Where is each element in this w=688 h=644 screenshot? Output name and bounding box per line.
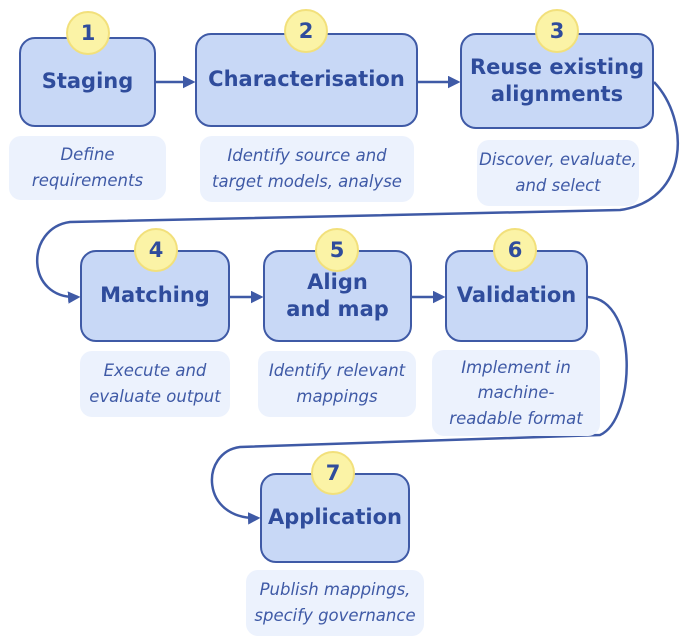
step-reuse-existing-alignments-description: Discover, evaluate, and select (477, 140, 639, 206)
step-staging-title: Staging (41, 69, 134, 94)
step-validation-description: Implement in machine-readable format (432, 350, 600, 436)
step-characterisation-description-text: Identify source and target models, analy… (212, 146, 402, 191)
step-1-badge: 1 (66, 11, 110, 55)
step-staging-description-text: Define requirements (31, 145, 144, 190)
step-6-number: 6 (507, 238, 523, 262)
step-characterisation-description: Identify source and target models, analy… (200, 136, 414, 202)
step-align-and-map-description-text: Identify relevant mappings (268, 361, 406, 406)
step-3-badge: 3 (535, 9, 579, 53)
arrow-6-to-7 (210, 295, 628, 525)
step-characterisation-title: Characterisation (208, 67, 405, 92)
step-3-number: 3 (549, 19, 565, 43)
step-4-badge: 4 (134, 228, 178, 272)
step-staging-description: Define requirements (9, 136, 166, 200)
step-application-title: Application (268, 505, 402, 530)
step-align-and-map-description: Identify relevant mappings (258, 351, 416, 417)
step-align-and-map-title: Align and map (286, 269, 389, 321)
step-matching-description-text: Execute and evaluate output (89, 361, 221, 406)
step-6-badge: 6 (493, 228, 537, 272)
step-application-description-text: Publish mappings, specify governance (254, 580, 416, 625)
step-reuse-existing-alignments-title: Reuse existing alignments (469, 54, 645, 106)
step-staging: Staging (19, 37, 156, 127)
step-matching-description: Execute and evaluate output (80, 351, 230, 417)
step-7-badge: 7 (311, 451, 355, 495)
step-validation-title: Validation (456, 283, 577, 308)
arrow-3-to-4 (36, 81, 679, 304)
step-matching-title: Matching (100, 283, 210, 308)
step-reuse-existing-alignments-description-text: Discover, evaluate, and select (479, 150, 637, 195)
step-validation: Validation (445, 250, 588, 342)
step-4-number: 4 (148, 238, 164, 262)
step-validation-description-text: Implement in machine-readable format (449, 357, 583, 428)
step-5-number: 5 (329, 238, 345, 262)
step-7-number: 7 (325, 461, 341, 485)
step-2-number: 2 (298, 19, 314, 43)
step-5-badge: 5 (315, 228, 359, 272)
step-2-badge: 2 (284, 9, 328, 53)
step-1-number: 1 (80, 21, 96, 45)
step-application-description: Publish mappings, specify governance (246, 570, 424, 636)
